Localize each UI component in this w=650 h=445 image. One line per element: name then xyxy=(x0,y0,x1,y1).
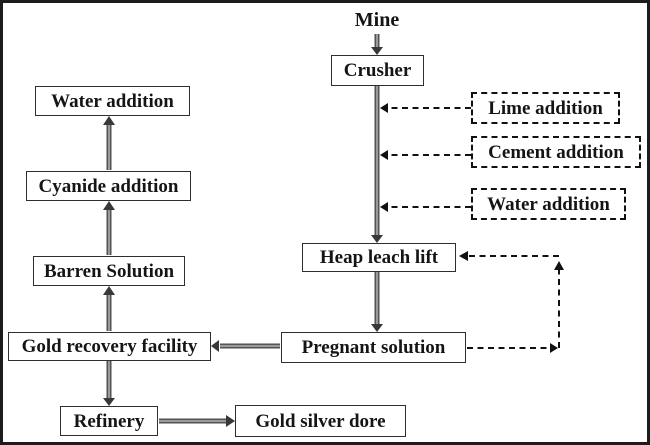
node-mine: Mine xyxy=(354,8,400,31)
arrow-cyanide-addition-to-water-addition xyxy=(103,116,115,170)
node-cement-addition: Cement addition xyxy=(471,136,641,168)
arrow-pregnant-solution-to-gold-recovery-facility xyxy=(211,340,280,352)
dashed-recycle-loop xyxy=(459,251,564,353)
arrow-crusher-to-heap-leach-lift xyxy=(371,86,383,243)
node-heap-leach-lift: Heap leach lift xyxy=(302,243,456,272)
arrow-heap-leach-lift-to-pregnant-solution xyxy=(371,272,383,332)
arrow-mine-to-crusher xyxy=(371,34,383,55)
node-gold-recovery-facility: Gold recovery facility xyxy=(8,332,211,361)
arrow-refinery-to-gold-silver-dore xyxy=(159,415,235,427)
node-pregnant-solution: Pregnant solution xyxy=(281,332,466,363)
arrow-barren-solution-to-cyanide-addition xyxy=(103,201,115,255)
node-water-addition-left: Water addition xyxy=(35,86,190,116)
connectors-layer xyxy=(103,34,564,427)
node-crusher: Crusher xyxy=(331,55,424,86)
node-lime-addition: Lime addition xyxy=(471,92,620,124)
node-gold-silver-dore: Gold silver dore xyxy=(235,405,406,437)
node-cyanide-addition: Cyanide addition xyxy=(26,171,191,201)
dashed-arrow-water-addition-right xyxy=(380,202,471,212)
node-barren-solution: Barren Solution xyxy=(33,256,185,286)
dashed-arrow-lime-addition xyxy=(380,103,471,113)
arrow-gold-recovery-facility-to-barren-solution xyxy=(103,286,115,331)
node-refinery: Refinery xyxy=(60,406,158,436)
dashed-arrow-cement-addition xyxy=(380,150,471,160)
node-water-addition-right: Water addition xyxy=(471,188,626,220)
arrow-gold-recovery-facility-to-refinery xyxy=(103,361,115,406)
